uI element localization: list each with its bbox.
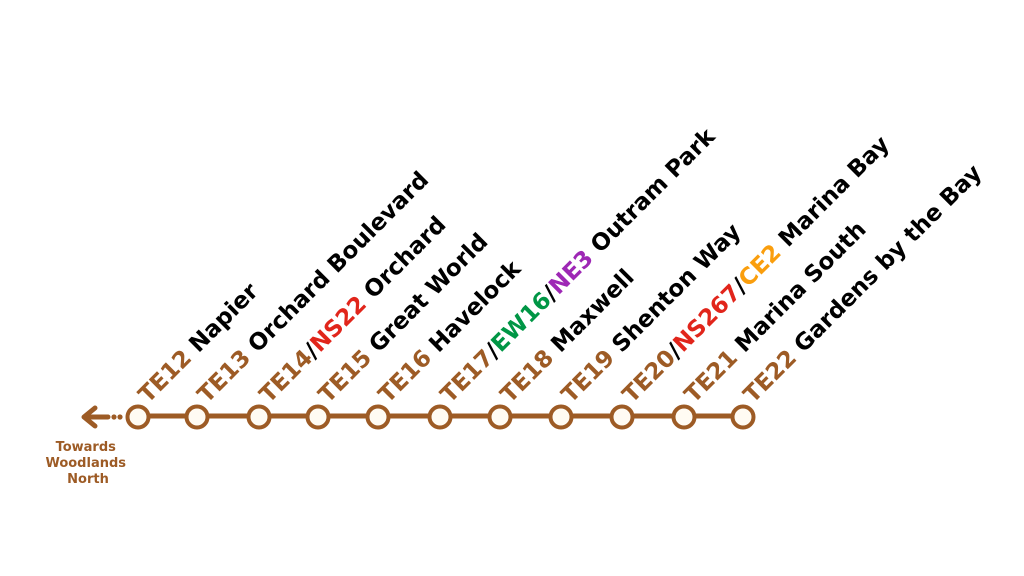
station-marker[interactable] [548,404,574,430]
direction-label: Towards Woodlands North [45,440,130,487]
station-label: TE22 Gardens by the Bay [739,160,987,408]
station-marker[interactable] [487,404,513,430]
station-marker[interactable] [609,404,635,430]
station-marker[interactable] [184,404,210,430]
arrow-left-icon [81,405,123,429]
station-marker[interactable] [365,404,391,430]
station-marker[interactable] [427,404,453,430]
station-te22[interactable]: TE22 Gardens by the Bay [730,160,988,430]
station-marker[interactable] [305,404,331,430]
station-marker[interactable] [671,404,697,430]
station-marker[interactable] [246,404,272,430]
station-marker[interactable] [730,404,756,430]
station-name: Outram Park [580,123,721,264]
station-marker[interactable] [125,404,151,430]
